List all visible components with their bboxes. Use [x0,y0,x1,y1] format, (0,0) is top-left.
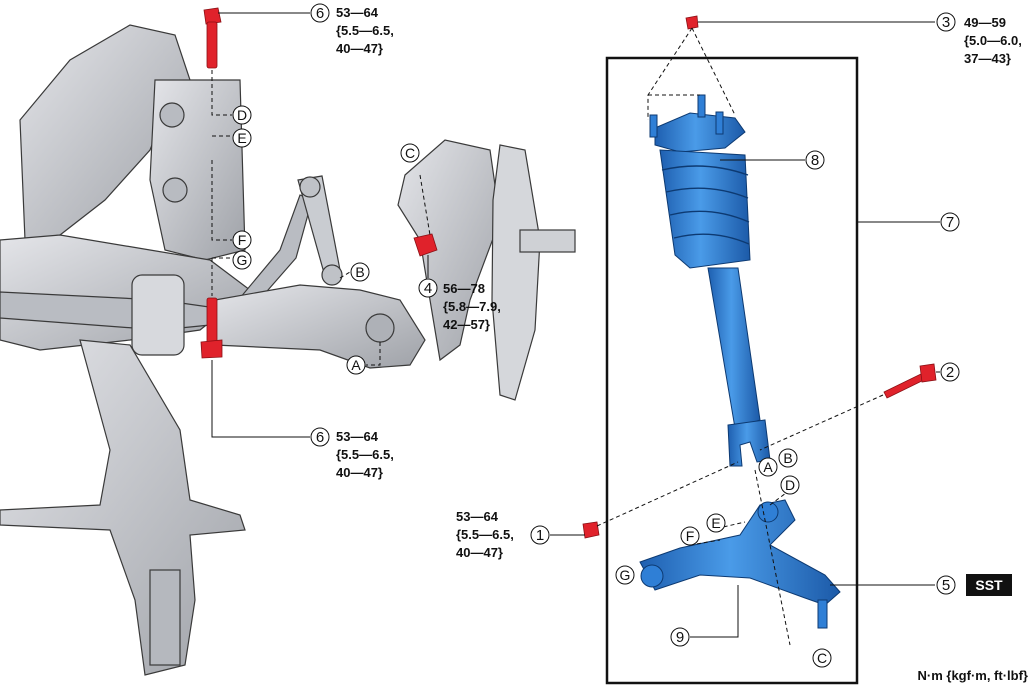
svg-text:SST: SST [975,577,1003,593]
svg-text:F: F [686,528,695,544]
svg-text:49—59: 49—59 [964,15,1006,30]
nut-4 [413,233,438,257]
svg-text:G: G [620,567,631,583]
svg-text:8: 8 [811,152,819,169]
svg-text:53—64: 53—64 [456,509,499,524]
letter-E-vehicle: E [232,128,252,148]
callout-1: 1 [530,525,550,545]
callout-7: 7 [940,212,960,232]
torque-6-lower: 53—64 {5.5—6.5, 40—47} [336,429,394,480]
svg-text:{5.5—6.5,: {5.5—6.5, [456,527,514,542]
letter-F-detail: F [680,526,700,546]
svg-text:56—78: 56—78 [443,281,485,296]
units-note: N·m {kgf·m, ft·lbf} [918,668,1029,683]
svg-text:2: 2 [946,364,954,381]
svg-text:D: D [785,477,795,493]
stabilizer-bushing [131,274,185,356]
callout-6-upper: 6 [310,3,330,23]
svg-text:C: C [817,650,827,666]
letter-C-vehicle: C [400,143,420,163]
callout-6-lower: 6 [310,427,330,447]
svg-text:G: G [237,252,248,268]
letter-B-detail: B [778,448,798,468]
knuckle [397,139,501,362]
lower-clevis [727,419,771,467]
svg-text:40—47}: 40—47} [456,545,503,560]
svg-text:37—43}: 37—43} [964,51,1011,66]
torque-6-upper: 53—64 {5.5—6.5, 40—47} [336,5,394,56]
upper-arm [639,499,841,606]
svg-text:{5.5—6.5,: {5.5—6.5, [336,447,394,462]
svg-text:40—47}: 40—47} [336,41,383,56]
svg-text:6: 6 [316,429,324,446]
letter-D-detail: D [780,475,800,495]
torque-1: 53—64 {5.5—6.5, 40—47} [456,509,514,560]
leader-lines [211,12,940,638]
letter-markers: D E F G C B A A B D E F G C [232,105,832,668]
svg-text:E: E [237,130,246,146]
svg-text:6: 6 [316,5,324,22]
bolt-2 [883,363,937,399]
svg-text:{5.5—6.5,: {5.5—6.5, [336,23,394,38]
svg-text:C: C [405,145,415,161]
sst-badge: SST [966,574,1012,596]
upper-mount [654,112,746,153]
svg-text:7: 7 [946,214,954,231]
svg-text:A: A [763,459,773,475]
svg-text:53—64: 53—64 [336,5,379,20]
letter-G-detail: G [615,565,635,585]
letter-B-vehicle: B [350,262,370,282]
reference-dashes [211,70,431,366]
detail-box [605,56,859,685]
callout-9: 9 [670,627,690,647]
svg-text:B: B [355,264,364,280]
svg-text:A: A [351,357,361,373]
svg-text:5: 5 [942,577,950,594]
letter-E-detail: E [706,513,726,533]
svg-text:53—64: 53—64 [336,429,379,444]
svg-text:E: E [711,515,720,531]
svg-text:{5.8—7.9,: {5.8—7.9, [443,299,501,314]
lower-arm [214,284,426,369]
ball-joint-stud [817,599,828,629]
nut-1 [582,521,600,539]
bolt-6-lower [200,297,223,359]
letter-G-vehicle: G [232,250,252,270]
svg-text:D: D [237,107,247,123]
callout-2: 2 [940,362,960,382]
svg-text:42—57}: 42—57} [443,317,490,332]
svg-text:3: 3 [942,14,950,31]
letter-D-vehicle: D [232,105,252,125]
svg-text:9: 9 [676,629,684,646]
callout-4: 4 [418,278,438,298]
nut-3 [685,15,699,30]
coil-spring [659,149,751,269]
callout-3: 3 [936,12,956,32]
callout-5: 5 [936,575,956,595]
shock-body [707,267,761,429]
torque-3: 49—59 {5.0—6.0, 37—43} [964,15,1022,66]
letter-A-vehicle: A [346,355,366,375]
vehicle-body-assembly [0,24,576,676]
letter-C-detail: C [812,648,832,668]
callout-8: 8 [805,150,825,170]
rear-frame-member [0,339,246,676]
shock-absorber-assembly [639,94,841,629]
svg-text:F: F [238,232,247,248]
svg-text:B: B [783,450,792,466]
svg-text:1: 1 [536,527,544,544]
detail-dashes [596,27,884,646]
letter-A-detail: A [758,457,778,477]
svg-text:4: 4 [424,280,432,297]
brake-disc [491,144,541,401]
svg-text:{5.0—6.0,: {5.0—6.0, [964,33,1022,48]
svg-text:40—47}: 40—47} [336,465,383,480]
letter-F-vehicle: F [232,230,252,250]
bolt-6-upper [203,7,222,69]
torque-4: 56—78 {5.8—7.9, 42—57} [443,281,501,332]
